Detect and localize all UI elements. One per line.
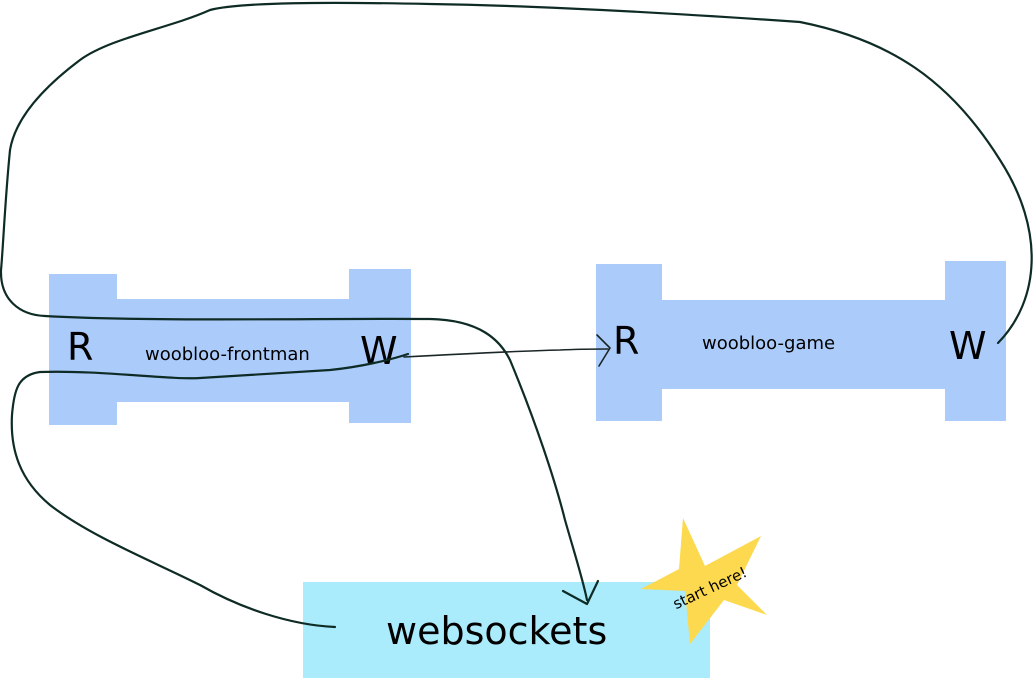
websockets-label: websockets xyxy=(386,609,607,653)
game-write-port-label: W xyxy=(949,324,987,368)
frontman-to-game-wire xyxy=(403,348,609,358)
game-node: R woobloo-game W xyxy=(596,261,1006,421)
frontman-write-port-label: W xyxy=(360,329,398,373)
game-node-shape xyxy=(596,261,1006,421)
frontman-node: R woobloo-frontman W xyxy=(49,269,411,425)
frontman-read-port-label: R xyxy=(67,325,93,369)
game-write-to-websockets-wire xyxy=(0,1,1033,602)
websockets-node: websockets xyxy=(303,582,710,678)
connections xyxy=(0,1,1033,629)
game-label: woobloo-game xyxy=(702,333,835,354)
frontman-node-shape xyxy=(49,269,411,425)
star-icon xyxy=(641,518,767,644)
game-read-arrowhead xyxy=(596,334,611,367)
websockets-box xyxy=(303,582,710,678)
frontman-label: woobloo-frontman xyxy=(145,344,310,365)
websockets-arrowhead xyxy=(561,579,600,606)
websockets-to-frontman-wire xyxy=(10,352,410,629)
game-read-port-label: R xyxy=(613,319,639,363)
